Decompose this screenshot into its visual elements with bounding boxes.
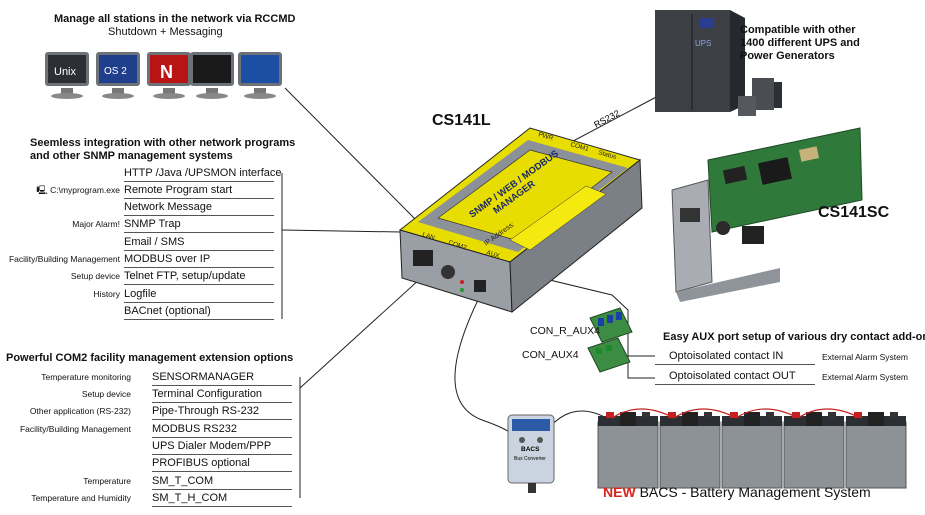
snmp-row-3: Network Message (124, 199, 274, 216)
com2-row-8: SM_T_H_COM (152, 490, 292, 507)
com2-row-2-left: Setup device (81, 389, 131, 399)
snmp-row-6-left: Facility/Building Management (8, 254, 120, 264)
card-name: CS141SC (818, 204, 890, 221)
rccmd-subtitle: Shutdown + Messaging (108, 26, 223, 38)
os2-label: OS 2 (104, 66, 127, 77)
aux-row-2-text: Optoisolated contact OUT (669, 370, 796, 382)
ups-compat-text: Compatible with other 1400 different UPS… (740, 24, 860, 63)
ups-face-label: UPS (695, 39, 711, 48)
aux-board-1-label: CON_R_AUX4 (530, 325, 601, 337)
cs141sc-card (671, 127, 863, 302)
aux-row-2: Optoisolated contact OUT (655, 368, 815, 385)
com2-row-3-left: Other application (RS-232) (29, 406, 131, 416)
bacs-title: BACS - Battery Management System (639, 484, 871, 500)
com2-row-2: Terminal Configuration (152, 386, 292, 403)
com2-row-7-left: Temperature (83, 476, 131, 486)
snmp-row-6: MODBUS over IP (124, 251, 274, 268)
line-rccmd (284, 87, 419, 223)
bacs-box-line-2: Bus Converter (514, 456, 546, 462)
aux-board-2-label: CON_AUX4 (522, 349, 579, 361)
computer-icon: 🖳 (36, 185, 48, 195)
snmp-row-5: Email / SMS (124, 234, 274, 251)
line-com2 (299, 267, 433, 389)
com2-row-4-left: Facility/Building Management (19, 424, 131, 434)
com2-row-8-left: Temperature and Humidity (31, 493, 131, 503)
ups-compat-line-2: 1400 different UPS and (740, 37, 860, 49)
snmp-row-7-left: Setup device (70, 271, 120, 281)
new-badge: NEW (603, 484, 636, 500)
aux-title: Easy AUX port setup of various dry conta… (663, 331, 925, 343)
snmp-row-2-left-text: C:\myprogram.exe (50, 185, 120, 195)
snmp-row-8: Logfile (124, 286, 274, 303)
ups-compat-line-3: Power Generators (740, 50, 835, 62)
snmp-row-1: HTTP /Java /UPSMON interface (124, 165, 282, 182)
snmp-row-9: BACnet (optional) (124, 303, 274, 320)
com2-row-6: PROFIBUS optional (152, 455, 292, 472)
com2-row-3: Pipe-Through RS-232 (152, 403, 292, 420)
os-monitors (45, 52, 282, 99)
device-name: CS141L (432, 112, 491, 129)
com2-row-1-left: Temperature monitoring (41, 372, 131, 382)
bacs-box-line-1: BACS (521, 446, 540, 453)
cs141l-device (398, 127, 643, 314)
line-snmp-device (281, 229, 401, 233)
com2-row-5: UPS Dialer Modem/PPP (152, 438, 292, 455)
connection-lines (281, 87, 661, 498)
port-aux-label: AUX (485, 249, 501, 260)
aux-row-1-note: External Alarm System (822, 352, 908, 362)
com2-row-7: SM_T_COM (152, 473, 292, 490)
line-aux (499, 267, 655, 379)
rs232-label: RS232 (592, 108, 621, 130)
aux-row-1-text: Optoisolated contact IN (669, 350, 784, 362)
ups-compat-line-1: Compatible with other (740, 24, 856, 36)
snmp-row-2-left: 🖳 C:\myprogram.exe (20, 182, 120, 198)
snmp-title: Seemless integration with other network … (30, 137, 295, 163)
snmp-row-4: SNMP Trap (124, 216, 274, 233)
rccmd-title: Manage all stations in the network via R… (54, 13, 296, 25)
os-unix-label: Unix (54, 66, 77, 78)
aux-row-2-note: External Alarm System (822, 372, 908, 382)
port-lan-label: LAN (421, 231, 435, 242)
port-pwr-label: PWR (537, 131, 554, 142)
snmp-row-2: Remote Program start (124, 182, 274, 199)
line-ups-rs232 (559, 94, 661, 149)
novell-n-label: N (160, 62, 173, 82)
bacs-heading: NEW BACS - Battery Management System (603, 484, 871, 500)
aux-boards (587, 307, 633, 373)
snmp-title-line-2: and other SNMP management systems (30, 150, 233, 162)
aux-row-1: Optoisolated contact IN (655, 348, 815, 365)
bacs-converter (507, 414, 555, 493)
com2-row-1: SENSORMANAGER (152, 369, 292, 386)
com2-title: Powerful COM2 facility management extens… (6, 352, 294, 364)
snmp-row-8-left: History (93, 289, 120, 299)
snmp-row-4-left: Major Alarm! (72, 219, 120, 229)
ups-illustration (655, 10, 782, 116)
com2-row-4: MODBUS RS232 (152, 421, 292, 438)
snmp-row-7: Telnet FTP, setup/update (124, 268, 274, 285)
snmp-title-line-1: Seemless integration with other network … (30, 137, 296, 149)
battery-row (597, 408, 907, 489)
